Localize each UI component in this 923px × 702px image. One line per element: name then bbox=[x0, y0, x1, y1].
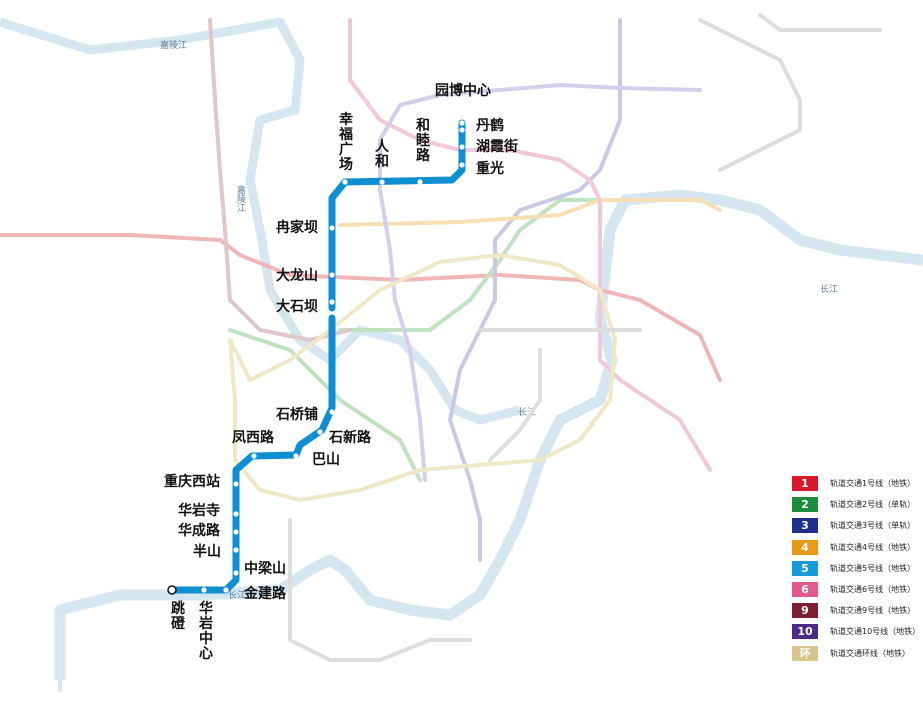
legend-swatch: 6 bbox=[792, 581, 818, 597]
station-label: 金建路 bbox=[243, 585, 287, 602]
station-dot bbox=[223, 587, 229, 593]
legend-label: 轨道交通2号线（单轨） bbox=[830, 500, 916, 510]
faded-line-6 bbox=[348, 18, 712, 472]
legend-swatch: 5 bbox=[792, 560, 818, 576]
legend: 1 轨道交通1号线（地铁） 2 轨道交通2号线（单轨） 3 轨道交通3号线（单轨） 4 轨道交… bbox=[792, 476, 920, 667]
station-label: 凤西路 bbox=[232, 429, 275, 446]
station-label: 跳磴 bbox=[171, 600, 186, 632]
legend-swatch: 2 bbox=[792, 497, 818, 513]
faded-gray-5 bbox=[488, 348, 542, 462]
station-label: 石新路 bbox=[328, 429, 372, 446]
faded-gray-1 bbox=[288, 518, 472, 662]
station-dot bbox=[342, 179, 348, 185]
station-label: 中梁山 bbox=[244, 560, 286, 577]
river-label-yangtze-3: 长江 bbox=[820, 283, 838, 295]
legend-label: 轨道交通1号线（地铁） bbox=[830, 479, 916, 488]
station-label: 大石坝 bbox=[276, 298, 318, 315]
station-label: 重光 bbox=[476, 160, 504, 177]
legend-swatch: 3 bbox=[792, 518, 818, 534]
station-dot bbox=[251, 453, 257, 459]
legend-label: 轨道交通9号线（地铁） bbox=[830, 606, 916, 616]
faded-loop bbox=[228, 253, 617, 502]
station-dot bbox=[233, 547, 239, 553]
station-dot bbox=[459, 127, 465, 133]
station-dot bbox=[233, 511, 239, 517]
station-label: 华岩寺 bbox=[178, 502, 220, 519]
legend-swatch: 4 bbox=[792, 539, 818, 555]
station-dot bbox=[233, 529, 239, 535]
river-label-jialing-1: 嘉陵江 bbox=[160, 39, 187, 51]
faded-line-1 bbox=[0, 233, 722, 382]
legend-label: 轨道交通3号线（单轨） bbox=[830, 521, 916, 531]
legend-item: 9 轨道交通9号线（地铁） bbox=[792, 603, 920, 624]
legend-item: 2 轨道交通2号线（单轨） bbox=[792, 497, 920, 518]
legend-label: 轨道交通5号线（地铁） bbox=[830, 563, 916, 573]
river-label-yangtze-1: 长江 bbox=[228, 589, 246, 601]
station-label: 重庆西站 bbox=[164, 473, 220, 490]
station-label: 湖霞街 bbox=[476, 138, 518, 155]
legend-item: 4 轨道交通4号线（地铁） bbox=[792, 539, 920, 561]
legend-item: 1 轨道交通1号线（地铁） bbox=[792, 476, 920, 497]
station-label: 石桥铺 bbox=[275, 406, 318, 423]
legend-item: 10 轨道交通10号线（地铁） bbox=[792, 624, 920, 645]
faded-line-2b bbox=[228, 328, 422, 482]
faded-line-3 bbox=[448, 18, 622, 562]
river-label-jialing-2: 嘉陵江 bbox=[235, 184, 246, 213]
legend-item: 3 轨道交通3号线（单轨） bbox=[792, 518, 920, 539]
legend-label: 轨道交通10号线（地铁） bbox=[830, 627, 921, 637]
legend-item: 5 轨道交通5号线（地铁） bbox=[792, 560, 920, 582]
station-label: 半山 bbox=[193, 543, 221, 560]
faded-line-9 bbox=[208, 18, 352, 342]
station-label: 冉家坝 bbox=[276, 219, 318, 236]
station-dot bbox=[167, 585, 177, 595]
station-label: 人和 bbox=[375, 138, 390, 170]
station-label: 大龙山 bbox=[276, 267, 318, 284]
station-dot bbox=[233, 570, 239, 576]
faded-line-10 bbox=[378, 83, 702, 482]
station-label: 华岩中心 bbox=[198, 600, 213, 662]
legend-swatch: 环 bbox=[792, 645, 818, 661]
station-dot bbox=[379, 179, 385, 185]
station-dot bbox=[317, 429, 323, 435]
legend-label: 轨道交通6号线（地铁） bbox=[830, 584, 916, 594]
station-dot bbox=[417, 179, 423, 185]
station-dot bbox=[459, 144, 465, 150]
station-label: 华成路 bbox=[178, 522, 221, 539]
station-dot bbox=[459, 120, 465, 126]
faded-gray-4 bbox=[758, 13, 882, 32]
station-dot bbox=[329, 272, 335, 278]
legend-label: 轨道交通4号线（地铁） bbox=[830, 542, 916, 552]
station-dot bbox=[329, 409, 335, 415]
station-label: 和睦路 bbox=[416, 118, 431, 164]
legend-swatch: 10 bbox=[792, 624, 818, 640]
station-label: 园博中心 bbox=[435, 82, 491, 99]
station-label: 幸福广场 bbox=[338, 111, 353, 173]
faded-gray-3 bbox=[698, 18, 802, 172]
legend-item: 环 轨道交通环线（地铁） bbox=[792, 645, 920, 667]
station-label: 丹鹤 bbox=[476, 117, 504, 134]
faded-line-4 bbox=[338, 198, 722, 227]
station-dot bbox=[329, 299, 335, 305]
station-dot bbox=[201, 587, 207, 593]
station-dot bbox=[329, 225, 335, 231]
legend-item: 6 轨道交通6号线（地铁） bbox=[792, 581, 920, 603]
station-dot bbox=[233, 481, 239, 487]
legend-swatch: 9 bbox=[792, 603, 818, 619]
legend-label: 轨道交通环线（地铁） bbox=[830, 648, 910, 658]
line5-stations bbox=[167, 120, 465, 595]
station-dot bbox=[293, 453, 299, 459]
faded-line-2 bbox=[338, 198, 602, 332]
station-label: 巴山 bbox=[312, 452, 340, 468]
station-dot bbox=[459, 162, 465, 168]
faded-lines bbox=[0, 13, 882, 692]
legend-swatch: 1 bbox=[792, 476, 818, 491]
